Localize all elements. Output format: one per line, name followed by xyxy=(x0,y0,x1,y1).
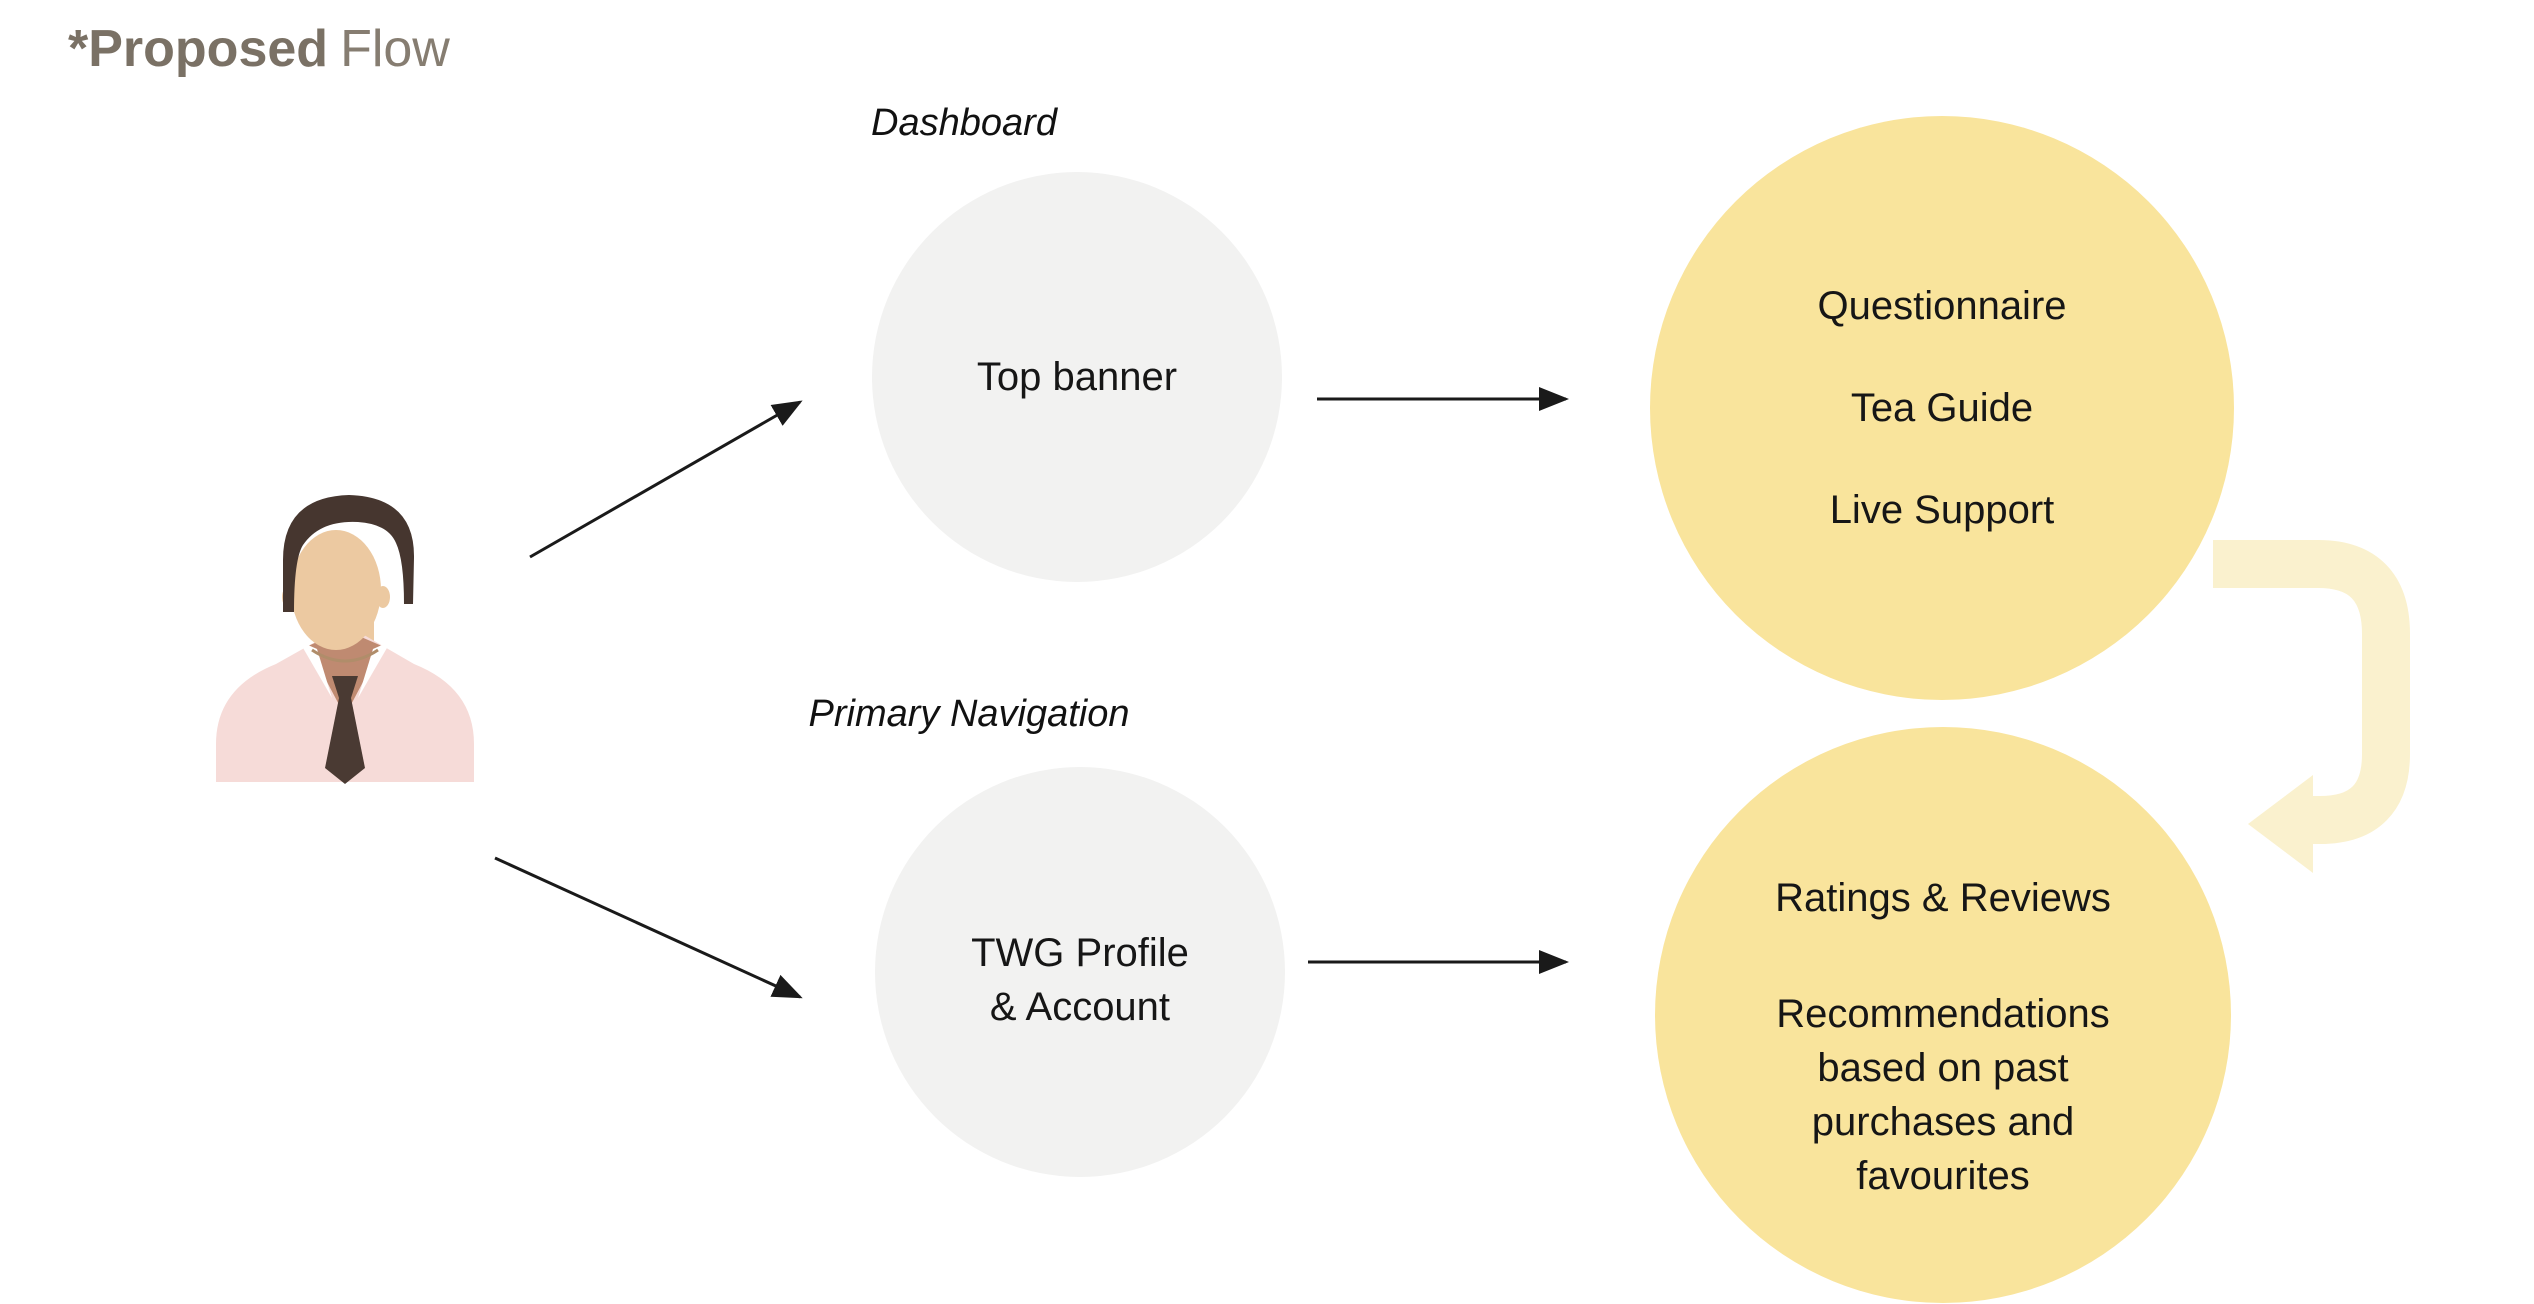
feature-ratings-reviews: Ratings & Reviews xyxy=(1775,876,2111,920)
section-label-primary-navigation: Primary Navigation xyxy=(808,693,1130,735)
node-dashboard-features: Questionnaire Tea Guide Live Support xyxy=(1650,116,2234,700)
account-features-list: Ratings & Reviews Recommendations based … xyxy=(1753,871,2133,1203)
avatar-tie-knot xyxy=(332,676,358,698)
avatar-ear-left xyxy=(282,586,296,608)
page-title-emphasis: *Proposed xyxy=(68,20,329,78)
page-title-rest: Flow xyxy=(340,20,450,78)
avatar-hair xyxy=(283,495,415,612)
avatar-collar-line xyxy=(311,648,379,663)
twg-profile-line-1: TWG Profile xyxy=(971,931,1189,975)
avatar-face xyxy=(291,530,381,650)
section-label-dashboard: Dashboard xyxy=(871,102,1057,144)
dashboard-features-list: Questionnaire Tea Guide Live Support xyxy=(1817,280,2066,536)
arrow-user-to-twg-profile xyxy=(494,856,803,999)
node-account-features: Ratings & Reviews Recommendations based … xyxy=(1655,727,2231,1303)
avatar-neck xyxy=(316,615,374,672)
avatar-collar xyxy=(308,630,382,716)
node-top-banner-label: Top banner xyxy=(976,355,1178,399)
avatar-shirt xyxy=(216,628,474,782)
user-avatar-icon xyxy=(216,495,474,784)
arrow-user-to-top-banner xyxy=(529,400,803,559)
feature-recommendations: Recommendations based on past purchases … xyxy=(1776,992,2110,1198)
feature-questionnaire: Questionnaire xyxy=(1817,284,2067,328)
loop-arrow-icon xyxy=(2213,540,2410,873)
avatar-collar-flap-right xyxy=(358,641,391,698)
avatar-ear-right xyxy=(376,586,390,608)
node-top-banner: Top banner xyxy=(872,172,1282,582)
feature-live-support: Live Support xyxy=(1829,488,2055,532)
node-twg-profile-account: TWG Profile & Account xyxy=(875,767,1285,1177)
avatar-collar-flap-left xyxy=(299,641,332,698)
twg-profile-line-2: & Account xyxy=(989,985,1171,1029)
feature-tea-guide: Tea Guide xyxy=(1850,386,2034,430)
avatar-tie xyxy=(325,698,365,784)
node-twg-profile-label: TWG Profile & Account xyxy=(971,926,1189,1034)
